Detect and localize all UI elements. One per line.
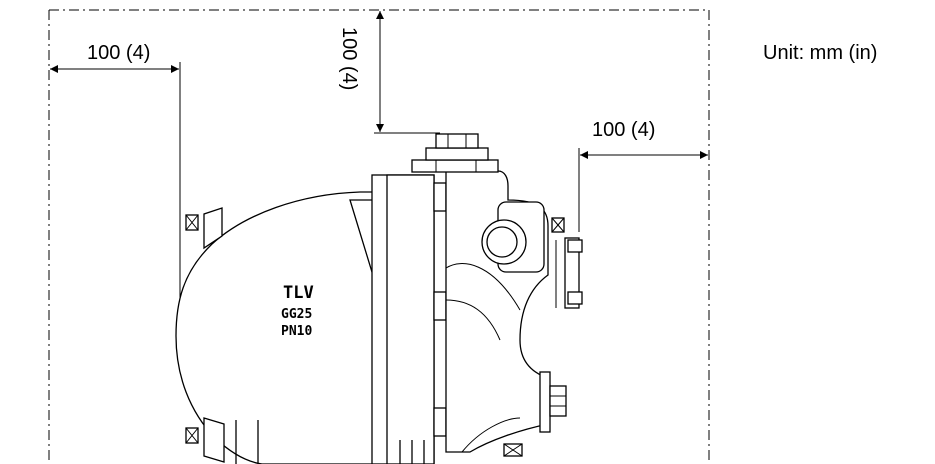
right-dimension-label: 100 (4) <box>592 119 655 141</box>
clearance-boundary <box>48 9 710 464</box>
body-brand-mark: TLV <box>283 283 314 303</box>
top-dimension-label: 100 (4) <box>338 27 360 90</box>
steam-trap-body <box>175 133 583 464</box>
left-dimension: 100 (4) <box>50 42 181 305</box>
right-dimension: 100 (4) <box>578 119 708 232</box>
left-dimension-label: 100 (4) <box>87 42 150 64</box>
body-pressure-mark: PN10 <box>281 324 312 339</box>
unit-label: Unit: mm (in) <box>763 42 877 64</box>
top-dimension: 100 (4) <box>338 11 440 134</box>
body-material-mark: GG25 <box>281 307 312 322</box>
